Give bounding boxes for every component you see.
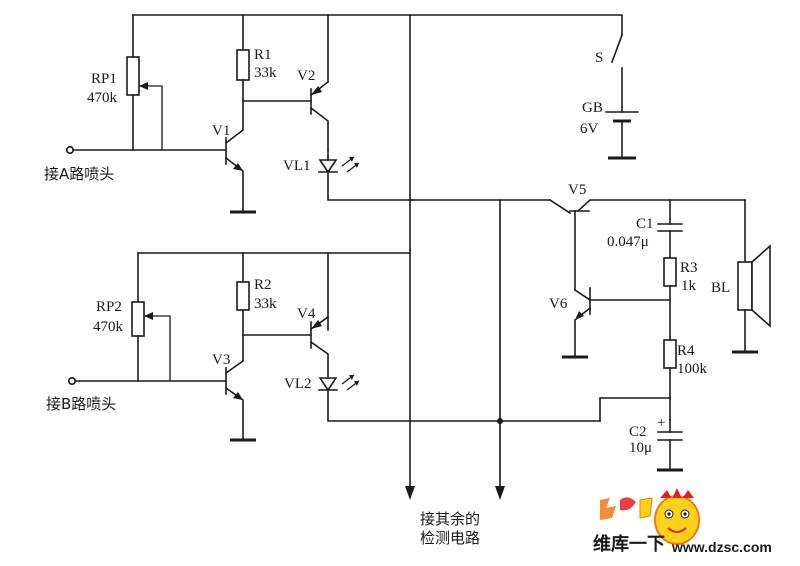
vl2-led <box>318 377 338 392</box>
rp2-value: 470k <box>93 319 124 335</box>
r4-value: 100k <box>677 361 708 377</box>
top-rail <box>132 14 623 251</box>
c1-ref: C1 <box>636 216 654 232</box>
oscillator: V5 C1 0.047μ R3 1k V6 R4 100k + <box>411 182 771 472</box>
c2-value: 10μ <box>629 440 652 456</box>
r3-body <box>663 257 677 287</box>
watermark-mascot-icon <box>654 488 700 545</box>
r2-body <box>236 281 250 311</box>
battery-gb: GB 6V <box>580 100 639 160</box>
vl2-label: VL2 <box>284 376 312 392</box>
vl1-label: VL1 <box>283 158 311 174</box>
v3-label: V3 <box>212 352 230 368</box>
watermark-text-cn: 维库一下 <box>593 533 665 555</box>
vl1-led <box>318 159 338 174</box>
r4-body <box>663 339 677 369</box>
r3-ref: R3 <box>680 260 698 276</box>
battery-value: 6V <box>580 121 599 137</box>
bl-speaker-body <box>737 261 753 311</box>
channel-a: RP1 470k 接A路喷头 V1 R1 33k V2 VL1 <box>44 14 413 214</box>
r1-value: 33k <box>254 65 277 81</box>
v4-label: V4 <box>297 306 316 322</box>
rp1-ref: RP1 <box>91 71 117 87</box>
r3-value: 1k <box>681 278 697 294</box>
rp2-ref: RP2 <box>96 299 122 315</box>
input-a-label: 接A路喷头 <box>44 165 114 183</box>
channel-b: RP2 470k 接B路喷头 V3 R2 33k V4 VL2 <box>46 252 601 442</box>
v1-label: V1 <box>212 123 230 139</box>
other-circuit-lines: 接其余的 检测电路 <box>405 199 505 547</box>
r1-body <box>236 49 250 81</box>
r1-ref: R1 <box>254 47 272 63</box>
v5-label: V5 <box>568 182 586 198</box>
v2-label: V2 <box>297 68 315 84</box>
r2-ref: R2 <box>254 277 272 293</box>
c2-ref: C2 <box>629 424 647 440</box>
watermark-url: www.dzsc.com <box>671 539 772 555</box>
battery-ref: GB <box>582 100 603 116</box>
r2-value: 33k <box>254 296 277 312</box>
c2-polarity: + <box>657 415 665 431</box>
rp1-body <box>126 56 140 96</box>
switch-s: S <box>595 33 624 113</box>
other-circuit-line1: 接其余的 <box>420 510 480 528</box>
rp2-body <box>131 301 145 337</box>
rp1-value: 470k <box>87 90 118 106</box>
r4-ref: R4 <box>677 343 695 359</box>
c1-value: 0.047μ <box>607 234 649 250</box>
input-b-label: 接B路喷头 <box>46 395 116 413</box>
bl-speaker-cone <box>751 244 771 328</box>
other-circuit-line2: 检测电路 <box>420 529 480 547</box>
junction-dot <box>497 418 503 424</box>
watermark-logo: 维库一下 www.dzsc.com <box>593 488 772 555</box>
switch-label: S <box>595 50 603 66</box>
v6-label: V6 <box>549 296 568 312</box>
bl-label: BL <box>711 280 730 296</box>
